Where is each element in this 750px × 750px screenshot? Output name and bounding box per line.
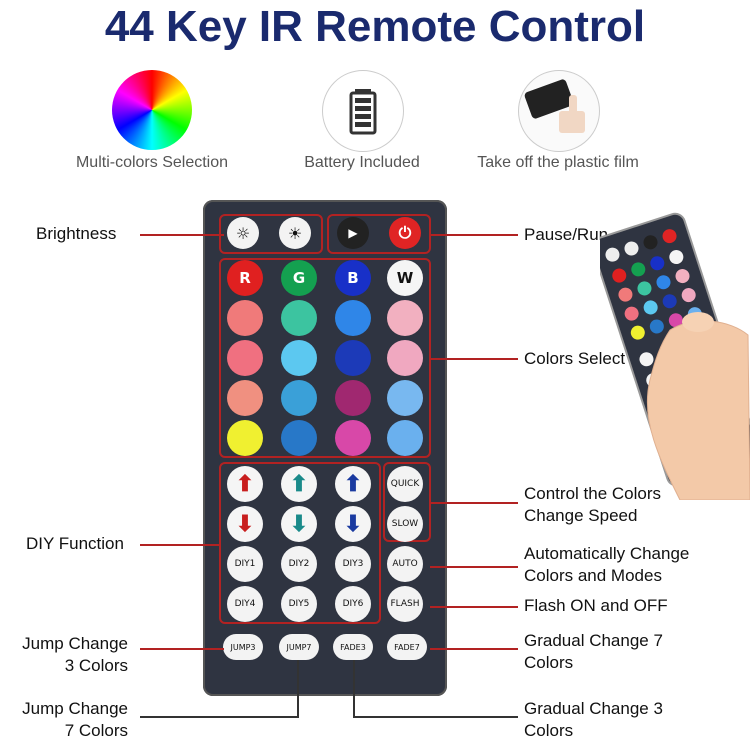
auto-line <box>430 566 518 568</box>
green-up-button[interactable]: ⬆ <box>281 466 317 502</box>
blue-button[interactable]: B <box>335 260 371 296</box>
white-button[interactable]: W <box>387 260 423 296</box>
label-auto-line1: Automatically Change <box>524 544 690 563</box>
flash-line <box>430 606 518 608</box>
fade3-line <box>353 660 355 716</box>
blue-up-button[interactable]: ⬆ <box>335 466 371 502</box>
page-title: 44 Key IR Remote Control <box>104 2 646 51</box>
feature-caption: Take off the plastic film <box>477 154 639 171</box>
blue-down-button[interactable]: ⬇ <box>335 506 371 542</box>
diy3-button[interactable]: DIY3 <box>335 546 371 582</box>
color-button[interactable] <box>227 420 263 456</box>
quick-button[interactable]: QUICK <box>387 466 423 502</box>
jump7-line-h <box>140 716 299 718</box>
color-button[interactable] <box>335 380 371 416</box>
label-colors-select: Colors Select <box>524 349 626 368</box>
diy-group <box>219 462 381 624</box>
label-fade3-line2: Colors <box>524 721 574 740</box>
label-jump7-line1: Jump Change <box>22 699 128 718</box>
red-button[interactable]: R <box>227 260 263 296</box>
power-button[interactable]: ⏻ <box>389 217 421 249</box>
hand-holding-remote-illustration <box>600 212 750 500</box>
battery-icon <box>322 70 404 152</box>
brightness-down-button[interactable]: ☼ <box>227 217 259 249</box>
color-button[interactable] <box>281 420 317 456</box>
label-auto-line2: Colors and Modes <box>524 566 662 585</box>
jump7-button[interactable]: JUMP7 <box>279 634 319 660</box>
label-flash: Flash ON and OFF <box>524 596 668 615</box>
red-up-button[interactable]: ⬆ <box>227 466 263 502</box>
jump7-line <box>297 660 299 716</box>
color-button[interactable] <box>387 420 423 456</box>
color-button[interactable] <box>387 380 423 416</box>
label-jump7-line2: 7 Colors <box>64 721 128 740</box>
color-button[interactable] <box>227 340 263 376</box>
label-fade7-line1: Gradual Change 7 <box>524 631 663 650</box>
label-diy: DIY Function <box>26 534 124 553</box>
label-pause-run: Pause/Run <box>524 225 609 244</box>
speed-line <box>430 502 518 504</box>
label-speed-line1: Control the Colors <box>524 484 662 503</box>
label-speed-line2: Change Speed <box>524 506 638 525</box>
flash-button[interactable]: FLASH <box>387 586 423 622</box>
jump3-line <box>140 648 224 650</box>
pause-run-line <box>430 234 518 236</box>
feature-caption: Battery Included <box>304 154 420 171</box>
diy-line <box>140 544 220 546</box>
diy4-button[interactable]: DIY4 <box>227 586 263 622</box>
fade7-line <box>430 648 518 650</box>
green-down-button[interactable]: ⬇ <box>281 506 317 542</box>
color-button[interactable] <box>227 380 263 416</box>
color-wheel-icon <box>112 70 192 150</box>
green-button[interactable]: G <box>281 260 317 296</box>
play-pause-button[interactable]: ▶ <box>337 217 369 249</box>
fade3-button[interactable]: FADE3 <box>333 634 373 660</box>
jump3-button[interactable]: JUMP3 <box>223 634 263 660</box>
color-button[interactable] <box>387 340 423 376</box>
color-button[interactable] <box>281 380 317 416</box>
brightness-line <box>140 234 224 236</box>
fade3-line-h <box>353 716 518 718</box>
label-fade7-line2: Colors <box>524 653 574 672</box>
color-button[interactable] <box>281 300 317 336</box>
label-fade3-line1: Gradual Change 3 <box>524 699 663 718</box>
diy1-button[interactable]: DIY1 <box>227 546 263 582</box>
color-button[interactable] <box>335 300 371 336</box>
slow-button[interactable]: SLOW <box>387 506 423 542</box>
remote-film-icon <box>518 70 600 152</box>
auto-button[interactable]: AUTO <box>387 546 423 582</box>
colors-line <box>430 358 518 360</box>
label-jump3-line1: Jump Change <box>22 634 128 653</box>
diy2-button[interactable]: DIY2 <box>281 546 317 582</box>
label-brightness: Brightness <box>36 224 117 243</box>
diy5-button[interactable]: DIY5 <box>281 586 317 622</box>
color-button[interactable] <box>335 340 371 376</box>
remote-control: ☼ ☀ ▶ ⏻ R G B W ⬆ ⬆ ⬆ ⬇ ⬇ ⬇ QUICK SLOW D… <box>203 200 447 696</box>
brightness-up-button[interactable]: ☀ <box>279 217 311 249</box>
fade7-button[interactable]: FADE7 <box>387 634 427 660</box>
color-button[interactable] <box>227 300 263 336</box>
color-button[interactable] <box>387 300 423 336</box>
color-button[interactable] <box>281 340 317 376</box>
feature-caption: Multi-colors Selection <box>75 154 229 171</box>
label-jump3-line2: 3 Colors <box>64 656 128 675</box>
red-down-button[interactable]: ⬇ <box>227 506 263 542</box>
color-button[interactable] <box>335 420 371 456</box>
diy6-button[interactable]: DIY6 <box>335 586 371 622</box>
